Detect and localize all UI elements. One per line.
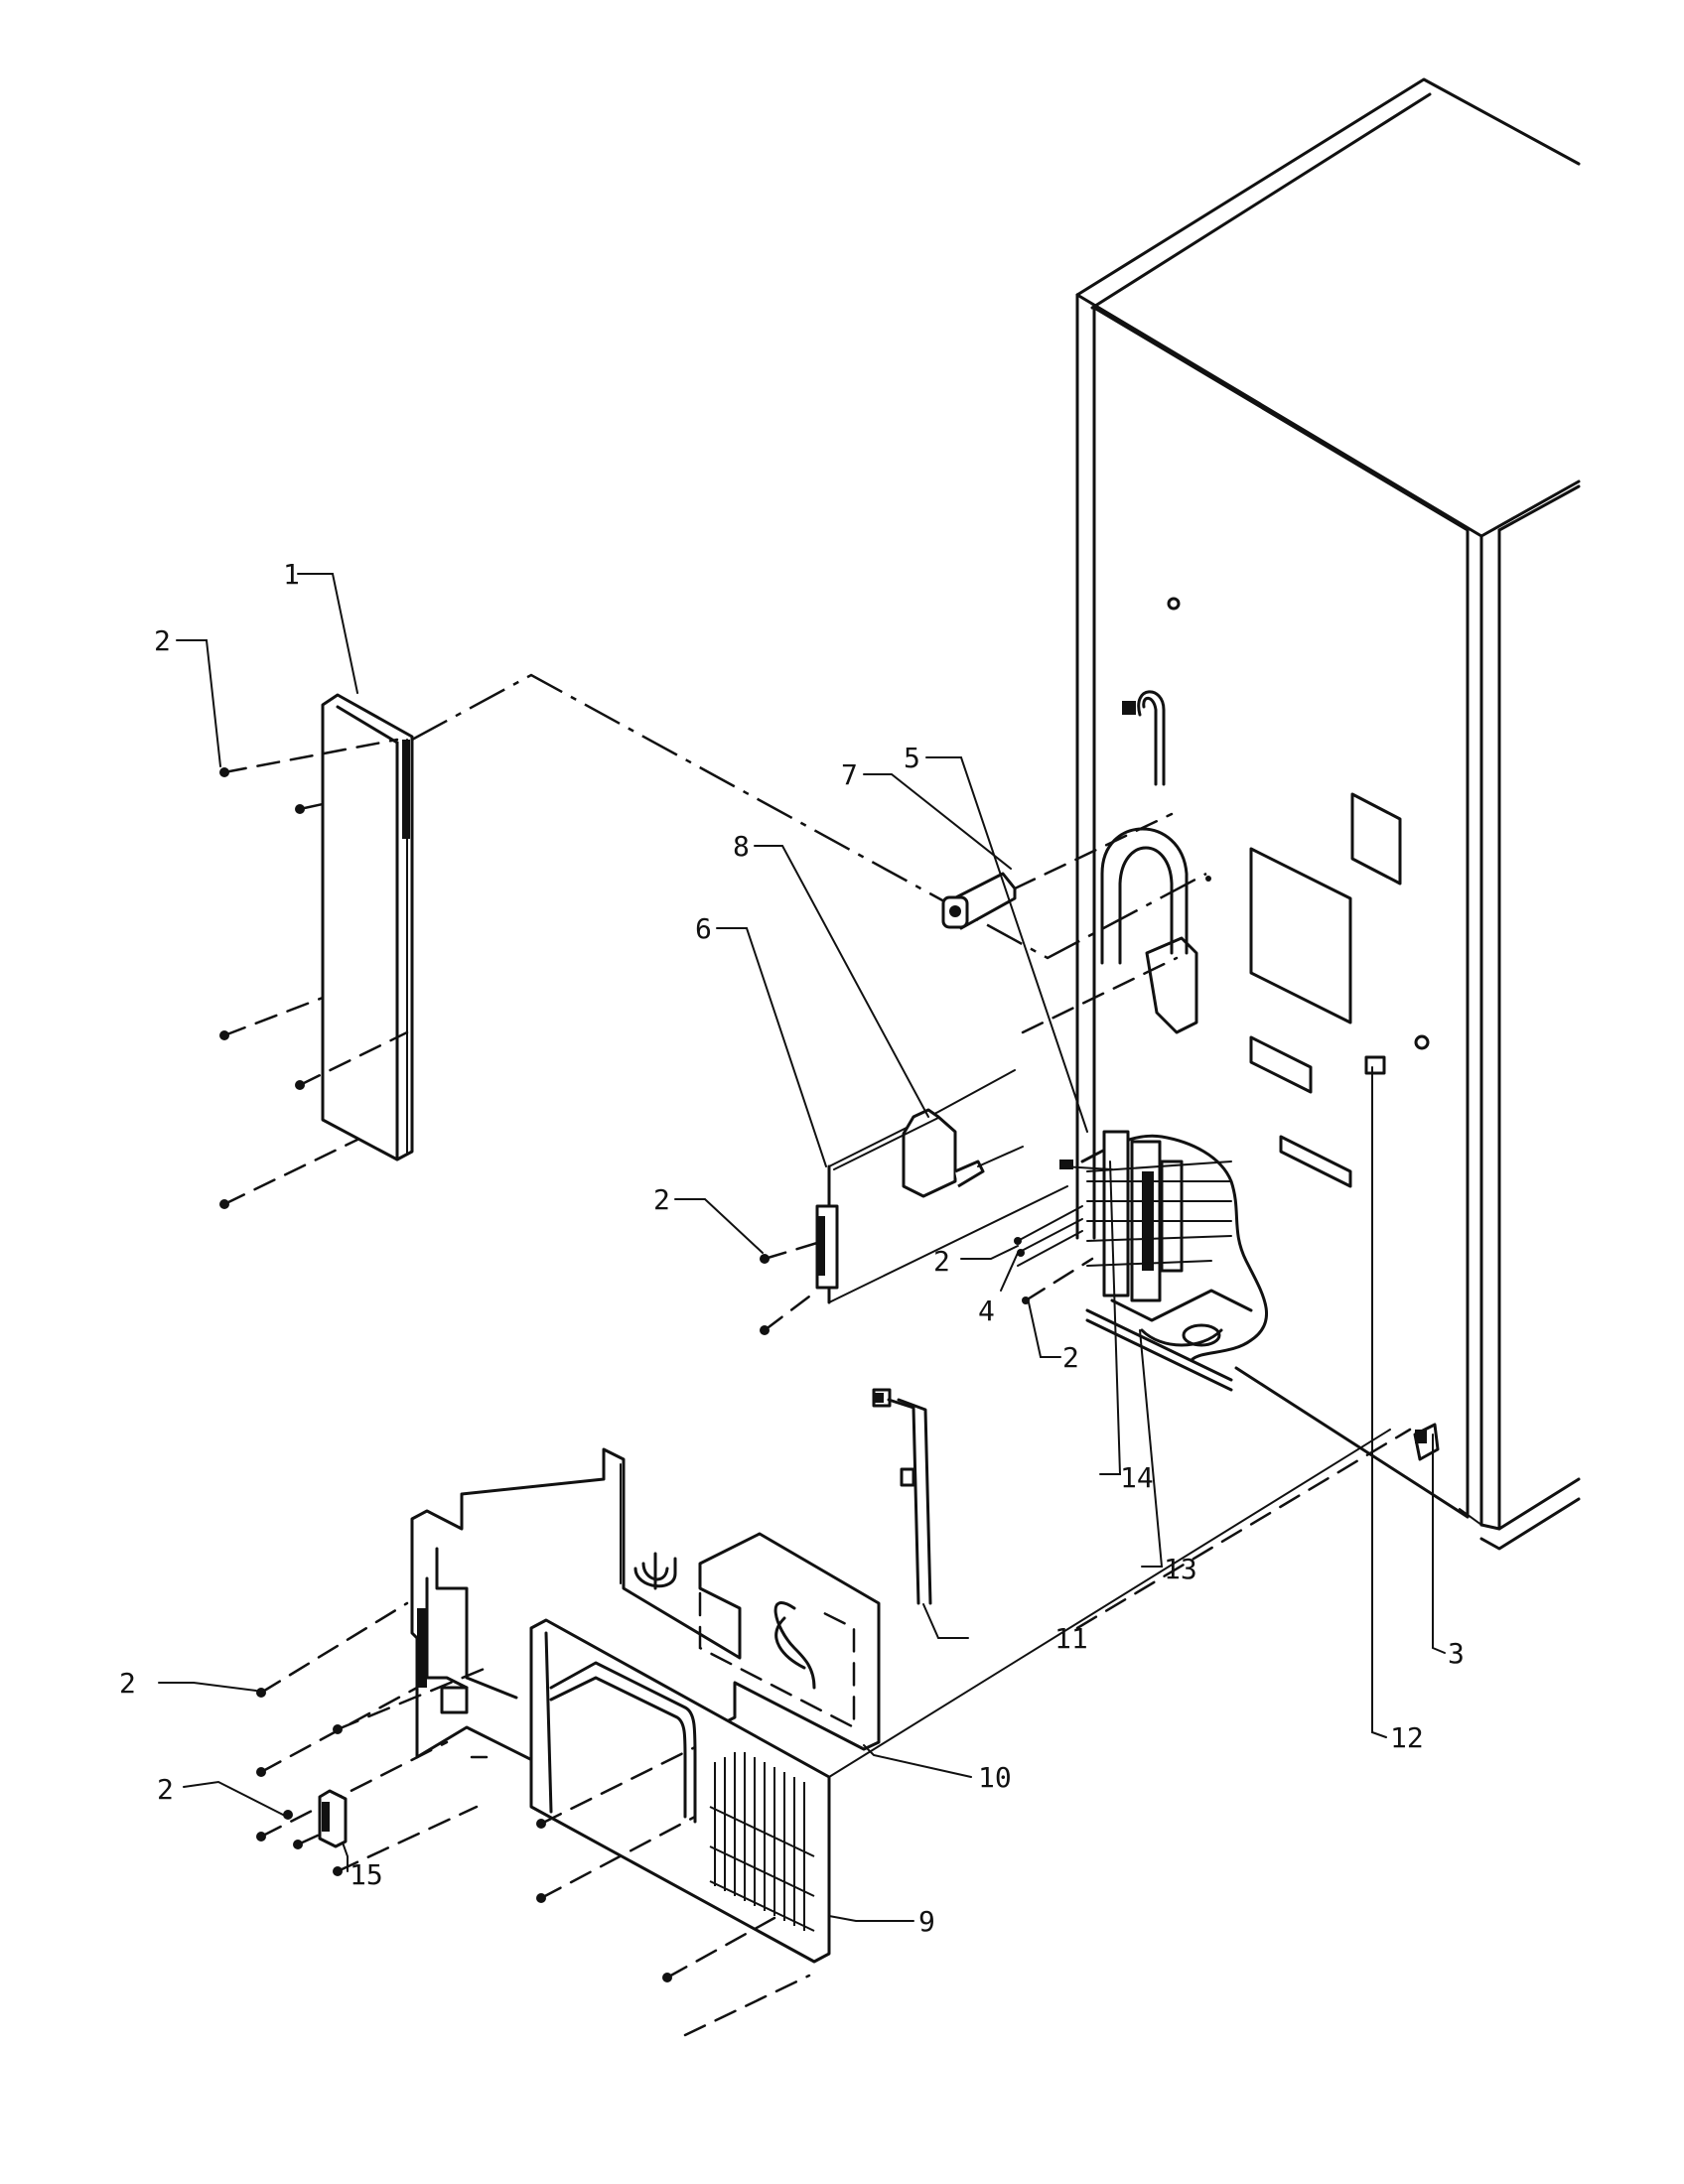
callout-2: 2 xyxy=(653,1183,670,1216)
part-1-side-panel xyxy=(219,693,414,1209)
callout-5: 5 xyxy=(904,742,920,774)
callout-7: 7 xyxy=(841,758,858,791)
callout-14: 14 xyxy=(1120,1461,1154,1494)
part-8-capacitor xyxy=(833,1108,1024,1198)
callout-10: 10 xyxy=(978,1761,1012,1794)
callout-2: 2 xyxy=(1062,1341,1079,1374)
callout-4: 4 xyxy=(978,1295,995,1327)
callout-labels: 1 2 5 7 8 6 2 2 4 2 14 13 11 3 12 2 10 2… xyxy=(119,558,1465,1938)
callout-1: 1 xyxy=(283,558,300,591)
callout-2: 2 xyxy=(154,624,171,657)
callout-6: 6 xyxy=(695,912,712,945)
callout-15: 15 xyxy=(350,1858,383,1891)
callout-8: 8 xyxy=(733,830,750,863)
part-10-rear-shield xyxy=(256,1447,881,1876)
callout-2: 2 xyxy=(933,1245,950,1278)
compressor-components xyxy=(1059,1130,1253,1392)
refrigerator-cabinet xyxy=(1059,77,1581,1551)
assembly-guide-line xyxy=(1075,1428,1412,1630)
leader-lines xyxy=(158,573,1446,1922)
callout-11: 11 xyxy=(1054,1622,1088,1655)
part-9-toe-grille xyxy=(333,1618,831,2037)
assembly-guide-line xyxy=(828,1429,1391,1778)
grille-vents xyxy=(709,1752,815,1932)
callout-2: 2 xyxy=(119,1667,136,1700)
part-7-start-relay xyxy=(941,812,1174,930)
assembly-guide-line xyxy=(411,673,1207,960)
center-screws xyxy=(1014,1205,1094,1304)
callout-12: 12 xyxy=(1390,1721,1424,1754)
callout-9: 9 xyxy=(918,1905,935,1938)
callout-3: 3 xyxy=(1448,1637,1465,1670)
part-11-drain-tube xyxy=(872,1388,932,1605)
callout-13: 13 xyxy=(1164,1553,1197,1585)
callout-2: 2 xyxy=(157,1773,174,1806)
part-6-harness-bracket xyxy=(760,1069,1068,1335)
part-15-bracket xyxy=(283,1789,348,1849)
assembly-guide-line xyxy=(1021,956,1179,1034)
